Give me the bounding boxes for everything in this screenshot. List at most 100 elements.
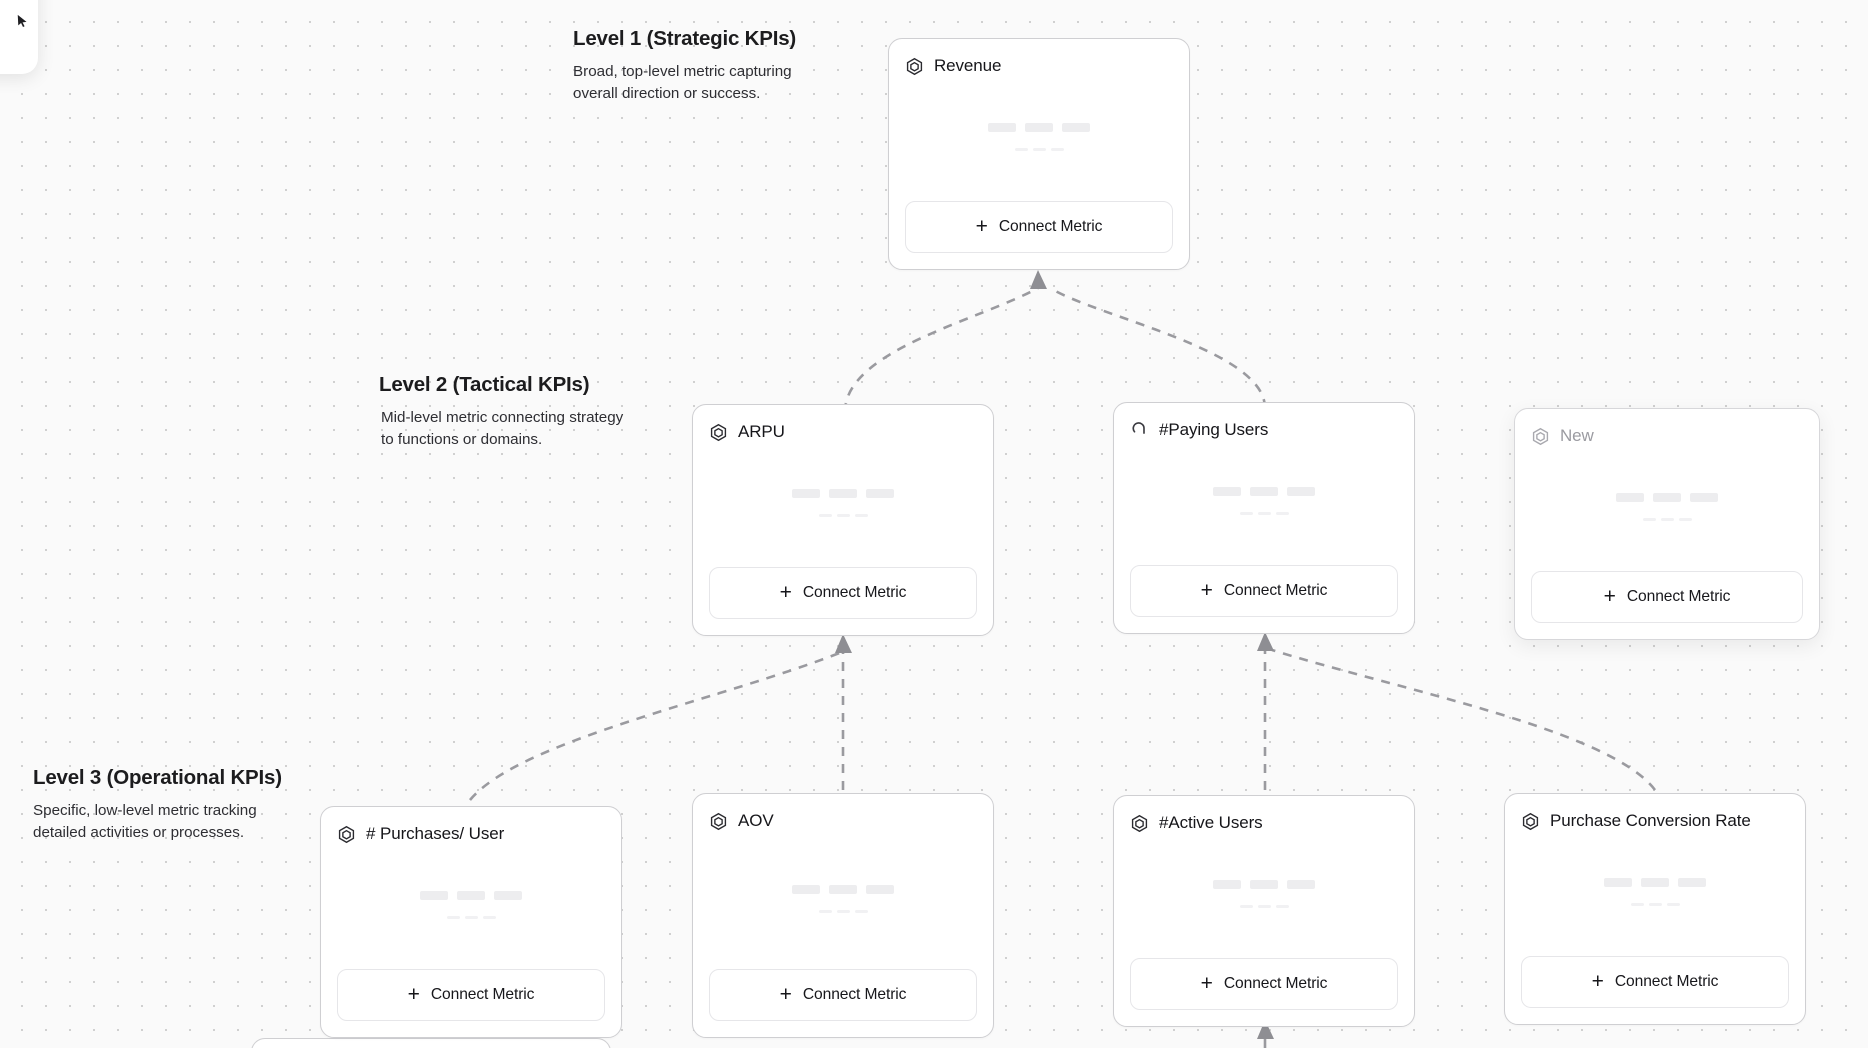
skeleton-bar [1250, 880, 1278, 889]
skeleton-bar [1678, 878, 1706, 887]
connect-metric-button[interactable]: + Connect Metric [1130, 565, 1398, 617]
plus-icon: + [1603, 584, 1616, 608]
skeleton-row-primary [1604, 878, 1706, 887]
skeleton-row-primary [1213, 880, 1315, 889]
metric-card-arpu[interactable]: ARPU + Connect Metric [692, 404, 994, 636]
edge-arpu-to-revenue [843, 286, 1039, 413]
hexagon-icon [906, 57, 923, 75]
metric-card-active-users[interactable]: #Active Users + Connect Metric [1113, 795, 1415, 1027]
edge-paying-users-to-revenue [1049, 286, 1267, 409]
connect-metric-label: Connect Metric [998, 218, 1103, 235]
connect-metric-button[interactable]: + Connect Metric [1130, 958, 1398, 1010]
skeleton-bar [829, 884, 857, 894]
connect-metric-label: Connect Metric [802, 986, 907, 1003]
skeleton-bar [1641, 878, 1669, 887]
card-skeleton-body [1531, 449, 1803, 571]
edge-purchases-to-arpu [469, 650, 843, 801]
level-1-title: Level 1 (Strategic KPIs) [573, 27, 797, 50]
card-skeleton-body [1521, 834, 1789, 956]
connect-metric-label: Connect Metric [1626, 588, 1731, 605]
hexagon-icon [1131, 814, 1148, 832]
plus-icon: + [1591, 969, 1604, 993]
skeleton-bar [1604, 878, 1632, 887]
plus-icon: + [1200, 578, 1213, 602]
card-header: # Purchases/ User [337, 821, 605, 847]
edge-conversion-to-paying-users [1271, 648, 1657, 791]
hexagon-icon [338, 825, 355, 843]
hexagon-icon [710, 812, 727, 830]
skeleton-bar [1213, 880, 1241, 889]
metric-card-offscreen-bottom[interactable] [251, 1038, 611, 1048]
card-header: ARPU [709, 419, 977, 445]
skeleton-bar [1642, 518, 1656, 521]
skeleton-bar [1032, 148, 1046, 151]
level-3-description: Specific, low-level metric tracking deta… [33, 801, 257, 841]
connect-metric-label: Connect Metric [1614, 973, 1719, 990]
skeleton-bar [420, 891, 448, 900]
skeleton-bar [792, 489, 820, 498]
skeleton-bar [1287, 487, 1315, 496]
plus-icon: + [975, 214, 988, 238]
metric-card-purchase-conversion-rate[interactable]: Purchase Conversion Rate + Connect Metri… [1504, 793, 1806, 1025]
connect-metric-button[interactable]: + Connect Metric [905, 201, 1173, 253]
skeleton-bar [1630, 903, 1644, 906]
card-header: Purchase Conversion Rate [1521, 808, 1789, 834]
skeleton-bar [1239, 905, 1253, 908]
skeleton-row-secondary [1630, 903, 1680, 906]
skeleton-bar [866, 884, 894, 894]
skeleton-bar [818, 514, 832, 517]
skeleton-bar [457, 891, 485, 900]
skeleton-bar [464, 916, 478, 919]
hexagon-icon [1522, 812, 1539, 830]
card-title: #Paying Users [1159, 420, 1269, 439]
connect-metric-button[interactable]: + Connect Metric [709, 567, 977, 619]
skeleton-bar [482, 916, 496, 919]
skeleton-bar [854, 909, 868, 913]
skeleton-row-primary [792, 489, 894, 498]
corner-panel[interactable] [0, 0, 38, 74]
card-header: AOV [709, 808, 977, 834]
skeleton-bar [1014, 148, 1028, 151]
connect-metric-button[interactable]: + Connect Metric [1531, 571, 1803, 623]
connect-metric-button[interactable]: + Connect Metric [337, 969, 605, 1021]
skeleton-bar [1660, 518, 1674, 521]
card-title: ARPU [738, 422, 785, 441]
skeleton-bar [1250, 487, 1278, 496]
card-title: # Purchases/ User [366, 824, 505, 843]
hexagon-icon [1532, 427, 1549, 445]
card-title: #Active Users [1159, 813, 1263, 832]
skeleton-row-primary [1213, 487, 1315, 496]
skeleton-bar [1239, 512, 1253, 515]
skeleton-bar [446, 916, 460, 919]
skeleton-bar [1690, 493, 1718, 502]
skeleton-row-primary [1616, 493, 1718, 502]
hexagon-icon [710, 423, 727, 441]
connect-metric-button[interactable]: + Connect Metric [709, 969, 977, 1021]
card-skeleton-body [709, 445, 977, 567]
skeleton-row-secondary [818, 909, 868, 913]
plus-icon: + [779, 580, 792, 604]
skeleton-row-primary [792, 884, 894, 894]
arrowhead-revenue [1030, 270, 1047, 289]
skeleton-bar [1653, 493, 1681, 502]
connect-metric-label: Connect Metric [430, 986, 535, 1003]
metric-card-revenue[interactable]: Revenue + Connect Metric [888, 38, 1190, 270]
card-header: #Active Users [1130, 810, 1398, 836]
skeleton-bar [1257, 905, 1271, 908]
skeleton-bar [866, 489, 894, 498]
metric-card-new[interactable]: New + Connect Metric [1514, 408, 1820, 640]
skeleton-bar [818, 909, 832, 913]
metric-card-aov[interactable]: AOV + Connect Metric [692, 793, 994, 1038]
level-1-label: Level 1 (Strategic KPIs) Broad, top-leve… [573, 26, 823, 105]
metric-card-paying-users[interactable]: #Paying Users + Connect Metric [1113, 402, 1415, 634]
card-skeleton-body [337, 847, 605, 969]
metric-card-purchases-per-user[interactable]: # Purchases/ User + Connect Metric [320, 806, 622, 1038]
connect-metric-button[interactable]: + Connect Metric [1521, 956, 1789, 1008]
plus-icon: + [407, 982, 420, 1006]
skeleton-bar [1666, 903, 1680, 906]
spinner-icon [1132, 421, 1145, 434]
card-skeleton-body [1130, 836, 1398, 958]
card-title: Revenue [934, 56, 1002, 75]
skeleton-row-secondary [446, 916, 496, 919]
